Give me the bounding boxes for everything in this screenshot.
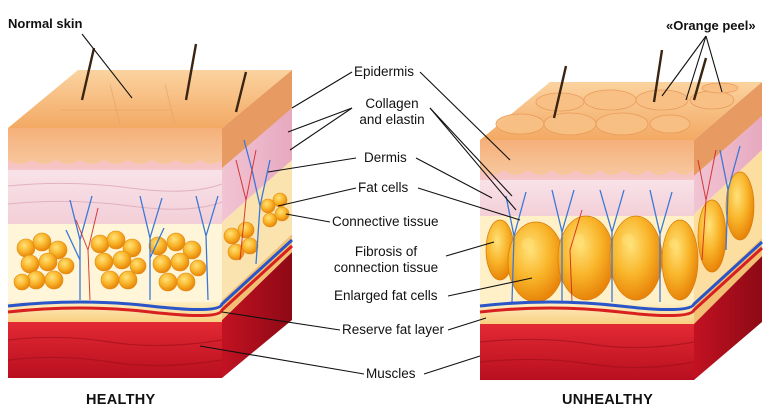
label-collagen-elastin: Collagen and elastin (352, 96, 432, 128)
leader-lines (81, 33, 723, 375)
healthy-reserve-fat (8, 300, 222, 322)
healthy-muscle-side (222, 252, 292, 378)
healthy-artery (7, 244, 294, 318)
healthy-fat-cells (13, 192, 290, 292)
label-epidermis: Epidermis (354, 64, 415, 79)
caption-unhealthy: UNHEALTHY (562, 392, 654, 408)
hair-icon (184, 43, 198, 101)
unhealthy-artery (479, 246, 764, 318)
label-collagen-line2: and elastin (359, 112, 425, 127)
hair-icon (692, 57, 708, 101)
healthy-epidermis-front (8, 128, 222, 168)
label-enlarged-fat-cells: Enlarged fat cells (334, 288, 438, 303)
normal-skin-label: Normal skin (8, 16, 83, 31)
label-reserve-fat-layer: Reserve fat layer (342, 322, 445, 337)
label-muscles: Muscles (366, 366, 416, 381)
label-dermis: Dermis (364, 150, 407, 165)
healthy-muscle-front (8, 320, 222, 378)
unhealthy-dermis (480, 176, 694, 216)
healthy-skin-surface (8, 70, 292, 128)
fibrosis-fibers (505, 145, 741, 303)
healthy-vein (7, 238, 294, 312)
label-fibrosis-line2: connection tissue (333, 260, 439, 275)
label-fibrosis-line1: Fibrosis of (354, 244, 418, 259)
label-fibrosis: Fibrosis of connection tissue (324, 244, 448, 276)
unhealthy-skin-block (479, 49, 764, 380)
unhealthy-vein (479, 240, 764, 312)
unhealthy-reserve-fat (480, 302, 694, 324)
hair-icon (234, 71, 248, 113)
healthy-connective-fibers (65, 139, 271, 301)
hair-icon (652, 49, 664, 103)
caption-healthy: HEALTHY (86, 392, 156, 408)
hair-icon (80, 47, 96, 101)
label-collagen-line1: Collagen (365, 96, 419, 111)
label-connective-tissue: Connective tissue (332, 214, 439, 229)
unhealthy-epidermis-front (480, 140, 694, 178)
label-fat-cells: Fat cells (358, 180, 409, 195)
healthy-dermis (8, 166, 222, 224)
orange-peel-label: «Orange peel» (666, 18, 756, 33)
hair-icon (552, 65, 568, 119)
unhealthy-enlarged-fat-cells (485, 171, 755, 303)
healthy-skin-block (7, 43, 294, 378)
unhealthy-muscle-front (480, 322, 694, 380)
